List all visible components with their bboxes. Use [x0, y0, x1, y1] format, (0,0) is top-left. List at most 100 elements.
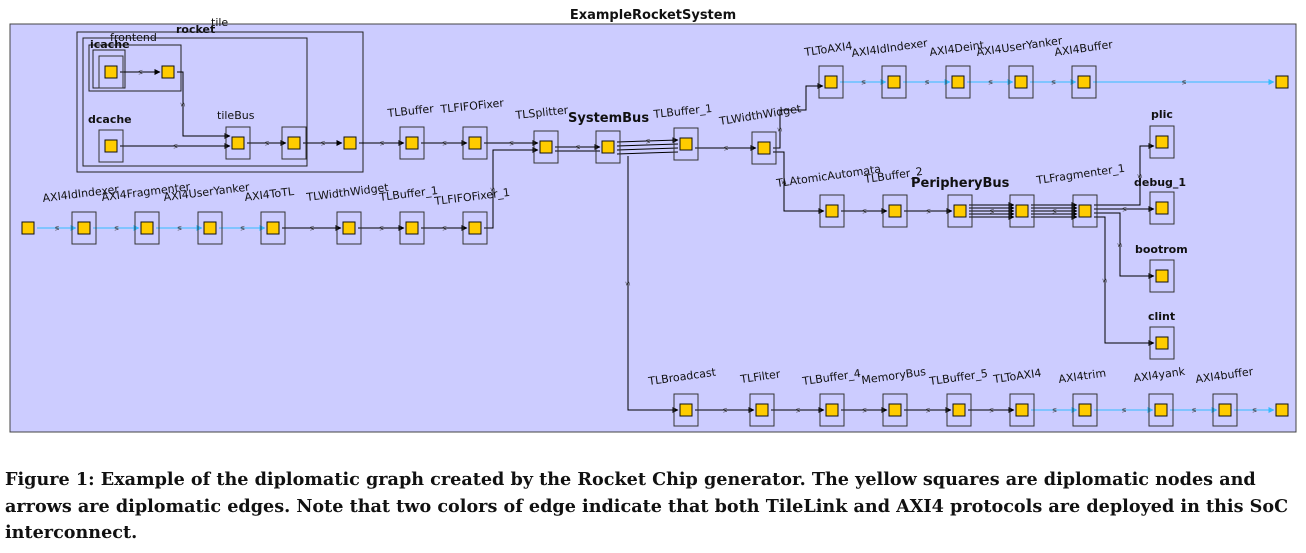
tlfifo1-l-node[interactable]	[462, 211, 488, 245]
edge-mark: ≶	[321, 140, 326, 147]
deint-node[interactable]	[945, 65, 971, 99]
icache-label: icache	[90, 38, 130, 51]
toaxi-b-node[interactable]	[1009, 393, 1035, 427]
atomic-node[interactable]	[819, 194, 845, 228]
axiidx-top-node[interactable]	[881, 65, 907, 99]
edge-mark: ≶	[1252, 407, 1257, 414]
plic-node[interactable]	[1149, 125, 1175, 159]
edge-frag-clint	[1094, 216, 1155, 346]
trim-node[interactable]	[1072, 393, 1098, 427]
figure-caption: Figure 1: Example of the diplomatic grap…	[5, 469, 1289, 543]
edge-tlww-atomic	[773, 151, 825, 214]
tlbuf1-l-node[interactable]	[399, 211, 425, 245]
edge-mark: ≶	[1101, 278, 1108, 283]
rocket-output-node[interactable]	[281, 126, 307, 160]
edge-mark: ≶	[861, 79, 866, 86]
tlww-top-node[interactable]	[751, 131, 777, 165]
edge-mark: ≶	[925, 79, 930, 86]
edge-mark: ≶	[379, 225, 384, 232]
edge-mark: ≶	[723, 407, 728, 414]
frontend-node[interactable]	[161, 65, 175, 79]
edge-tlww-toaxi	[773, 83, 824, 149]
axibuf-top-node[interactable]	[1071, 65, 1097, 99]
periphery-bus-node-2[interactable]	[1009, 194, 1035, 228]
tlww-l-node[interactable]	[336, 211, 362, 245]
dcache-node[interactable]	[98, 129, 124, 163]
axiuy-top-node[interactable]	[1008, 65, 1034, 99]
edge-mark: ≶	[724, 145, 729, 152]
sysbus-node[interactable]	[595, 130, 621, 164]
axifrag-l-node[interactable]	[134, 211, 160, 245]
tlfifo-a-node[interactable]	[462, 126, 488, 160]
label-tlbuf1-top: TLBuffer_1	[652, 102, 713, 121]
axi4-input-port[interactable]	[21, 221, 35, 235]
edge-mark: ≶	[989, 407, 994, 414]
edge-frontend-tilebus	[177, 71, 231, 139]
edge-mark: ≶	[138, 69, 143, 76]
frontend-label: frontend	[110, 31, 157, 44]
splitter-node[interactable]	[533, 130, 559, 164]
edge-mark: ≶	[646, 138, 651, 145]
edge-mark: ≶	[442, 225, 447, 232]
edge-mark: ≶	[926, 208, 931, 215]
filter-node[interactable]	[749, 393, 775, 427]
bootrom-node[interactable]	[1149, 259, 1175, 293]
label-bootrom: bootrom	[1135, 243, 1188, 256]
periph-node[interactable]	[947, 194, 973, 228]
buf5-node[interactable]	[946, 393, 972, 427]
tilebus-node[interactable]	[225, 126, 251, 160]
axiidx-l-node[interactable]	[71, 211, 97, 245]
label-plic: plic	[1151, 108, 1173, 121]
nodes	[21, 55, 1289, 427]
tlbuf-a-node[interactable]	[399, 126, 425, 160]
label-tileBus: tileBus	[217, 109, 255, 122]
edge-mark: ≶	[1052, 407, 1057, 414]
debug1-node[interactable]	[1149, 191, 1175, 225]
edge-mark: ≶	[380, 140, 385, 147]
icache-node[interactable]	[98, 55, 124, 89]
toaxi-top-node[interactable]	[818, 65, 844, 99]
edge-mark: ≶	[1122, 407, 1127, 414]
label-dcache: dcache	[88, 113, 132, 126]
tile-label: tile	[211, 16, 228, 29]
edge-mark: ≶	[990, 208, 995, 215]
edge-mark: ≶	[988, 79, 993, 86]
edge-tlfifo1-splitter	[484, 147, 539, 229]
edge-mark: ≶	[780, 180, 787, 185]
edge-sysbus-tlbuf1-b	[616, 143, 679, 147]
edge-mark: ≶	[177, 225, 182, 232]
edge-mark: ≶	[624, 281, 631, 286]
rocket-label: rocket	[176, 23, 215, 36]
system-title: ExampleRocketSystem	[570, 8, 736, 23]
edge-sysbus-tlbuf1-c	[616, 147, 679, 151]
label-periph: PeripheryBus	[911, 176, 1010, 191]
edge-mark: ≶	[1122, 206, 1127, 213]
axi4-output-port-bottom[interactable]	[1275, 403, 1289, 417]
edge-mark: ≶	[1136, 174, 1143, 179]
frontend-box	[88, 44, 182, 92]
membus-node[interactable]	[882, 393, 908, 427]
bcast-node[interactable]	[673, 393, 699, 427]
axi4-output-port-top[interactable]	[1275, 75, 1289, 89]
tlbuf1-top-node[interactable]	[673, 127, 699, 161]
edge-sysbus-tlbuf1-a	[616, 137, 679, 144]
tile-output-node[interactable]	[343, 136, 357, 150]
axitotl-l-node[interactable]	[260, 211, 286, 245]
label-axitotl-l: AXI4ToTL	[244, 185, 296, 204]
tlbuf2-node[interactable]	[882, 194, 908, 228]
edge-mark: ≶	[926, 407, 931, 414]
edge-mark: ≶	[576, 144, 581, 151]
edge-mark: ≶	[489, 187, 496, 192]
frag1-node[interactable]	[1072, 194, 1098, 228]
axibuffer-b-node[interactable]	[1212, 393, 1238, 427]
label-filter: TLFilter	[739, 367, 782, 386]
edge-mark: ≶	[55, 225, 60, 232]
yank-node[interactable]	[1148, 393, 1174, 427]
axiuy-l-node[interactable]	[197, 211, 223, 245]
diagram: ExampleRocketSystem tile rocket frontend…	[9, 8, 1297, 433]
edge-mark: ≶	[173, 143, 178, 150]
edge-mark: ≶	[509, 140, 514, 147]
edge-sysbus-broadcast	[627, 156, 679, 413]
buf4-node[interactable]	[819, 393, 845, 427]
clint-node[interactable]	[1149, 326, 1175, 360]
